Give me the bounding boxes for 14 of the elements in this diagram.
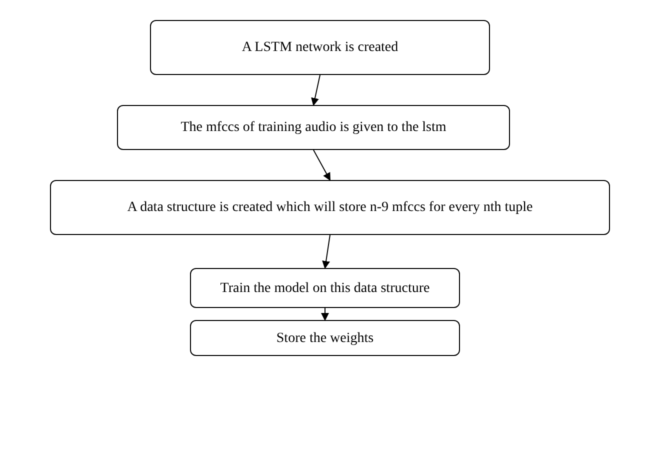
box-label: A LSTM network is created: [242, 39, 398, 57]
process-box: [190, 320, 460, 356]
process-box: [117, 105, 510, 150]
process-box: [190, 268, 460, 308]
box-label: The mfccs of training audio is given to the lstm: [180, 119, 446, 137]
arrow: [321, 308, 329, 321]
box-label: Store the weights: [276, 330, 374, 348]
arrow: [313, 150, 330, 181]
arrow: [322, 234, 330, 269]
arrow: [311, 74, 320, 106]
process-box: [150, 20, 490, 75]
box-label: Train the model on this data structure: [220, 280, 430, 298]
box-label: A data structure is created which will store n-9 mfccs for every nth tuple: [127, 199, 533, 217]
process-box: [50, 180, 610, 235]
